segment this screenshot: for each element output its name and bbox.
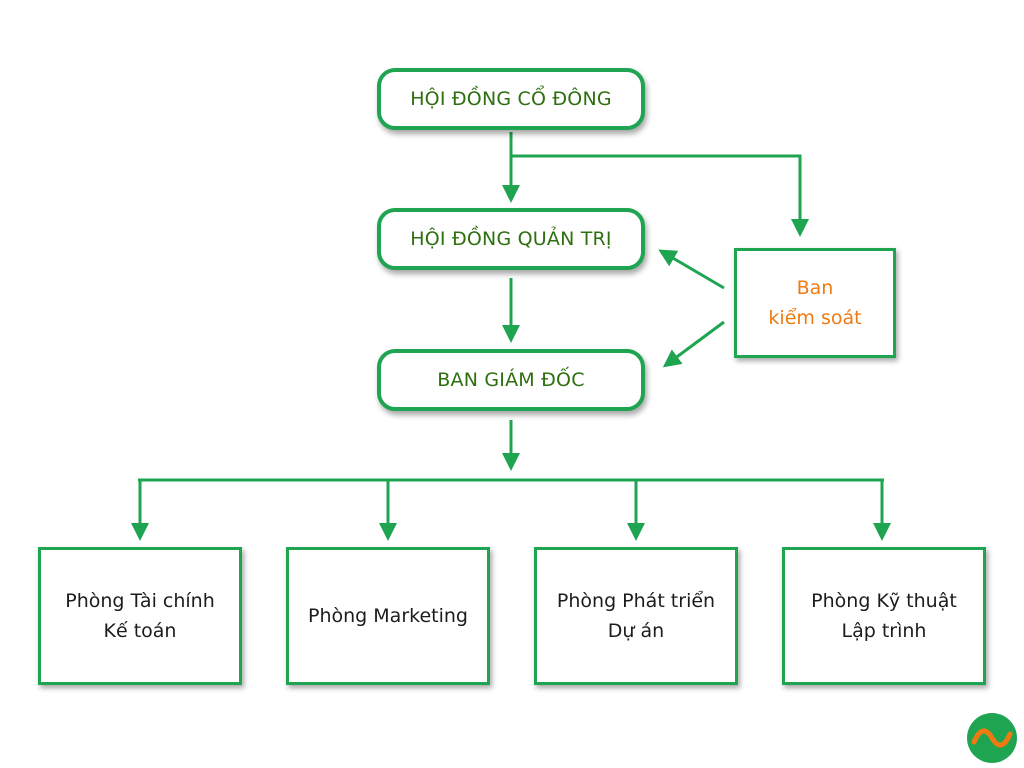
node-tech-label: Phòng Kỹ thuật Lập trình [811, 590, 957, 642]
node-marketing-label: Phòng Marketing [308, 605, 468, 627]
node-shareholders: HỘI ĐỒNG CỔ ĐÔNG [377, 68, 645, 130]
wave-logo-icon [967, 713, 1017, 763]
node-directors-label: BAN GIÁM ĐỐC [437, 369, 585, 391]
edge-control-directors [662, 320, 725, 368]
node-board: HỘI ĐỒNG QUẢN TRỊ [377, 208, 645, 270]
node-finance-label: Phòng Tài chính Kế toán [65, 590, 215, 642]
node-control: Ban kiểm soát [734, 248, 896, 358]
node-directors: BAN GIÁM ĐỐC [377, 349, 645, 411]
node-shareholders-label: HỘI ĐỒNG CỔ ĐÔNG [410, 88, 612, 110]
node-finance: Phòng Tài chính Kế toán [38, 547, 242, 685]
logo-wave [971, 728, 1013, 748]
node-project: Phòng Phát triển Dự án [534, 547, 738, 685]
node-board-label: HỘI ĐỒNG QUẢN TRỊ [410, 228, 612, 250]
node-project-label: Phòng Phát triển Dự án [556, 590, 716, 642]
edge-shareholders-control [511, 154, 809, 237]
edge-control-board [658, 249, 725, 290]
node-marketing: Phòng Marketing [286, 547, 490, 685]
node-control-label: Ban kiểm soát [768, 277, 862, 329]
node-tech: Phòng Kỹ thuật Lập trình [782, 547, 986, 685]
